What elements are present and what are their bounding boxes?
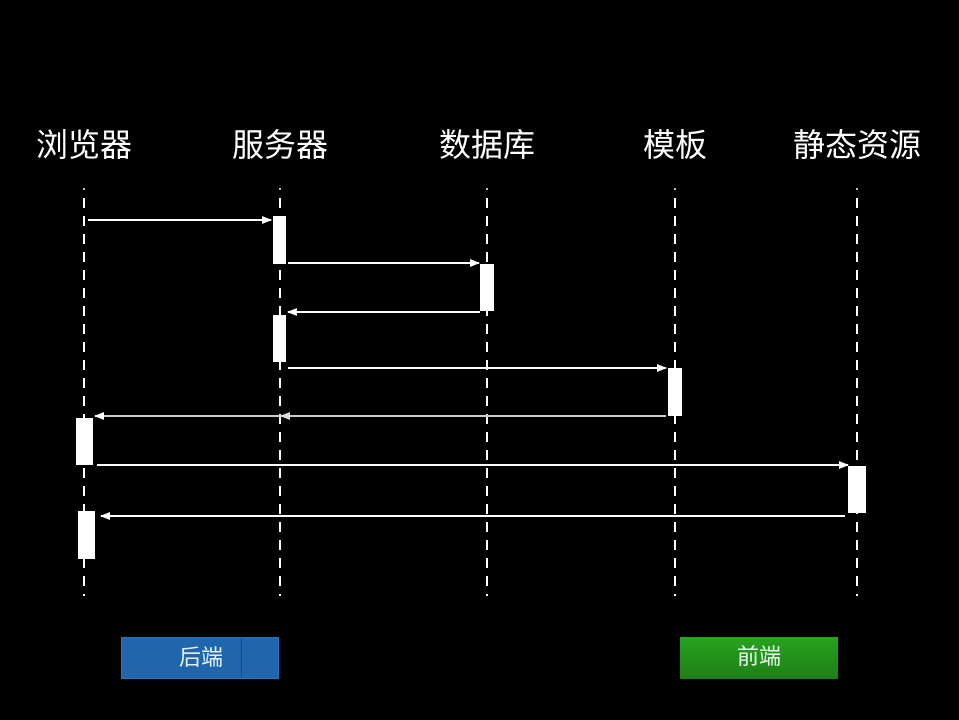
actor-template: 模板 bbox=[642, 126, 708, 164]
activation-server-1 bbox=[273, 216, 286, 264]
activation-browser-1 bbox=[76, 418, 93, 465]
arrowhead-mid-server bbox=[280, 412, 290, 420]
backend-label: 后端 bbox=[178, 646, 223, 671]
actor-static: 静态资源 bbox=[792, 126, 922, 164]
frontend-button[interactable]: 前端 bbox=[680, 637, 838, 679]
activation-browser-2 bbox=[78, 511, 95, 559]
activation-database bbox=[480, 264, 494, 311]
actor-database: 数据库 bbox=[438, 126, 536, 164]
activation-static bbox=[848, 466, 866, 513]
backend-button[interactable]: 后端 bbox=[121, 637, 279, 679]
backend-divider bbox=[241, 638, 242, 678]
actor-server: 服务器 bbox=[231, 126, 329, 164]
activation-template bbox=[668, 368, 682, 416]
activation-server-2 bbox=[273, 315, 286, 362]
actor-browser: 浏览器 bbox=[35, 126, 133, 164]
